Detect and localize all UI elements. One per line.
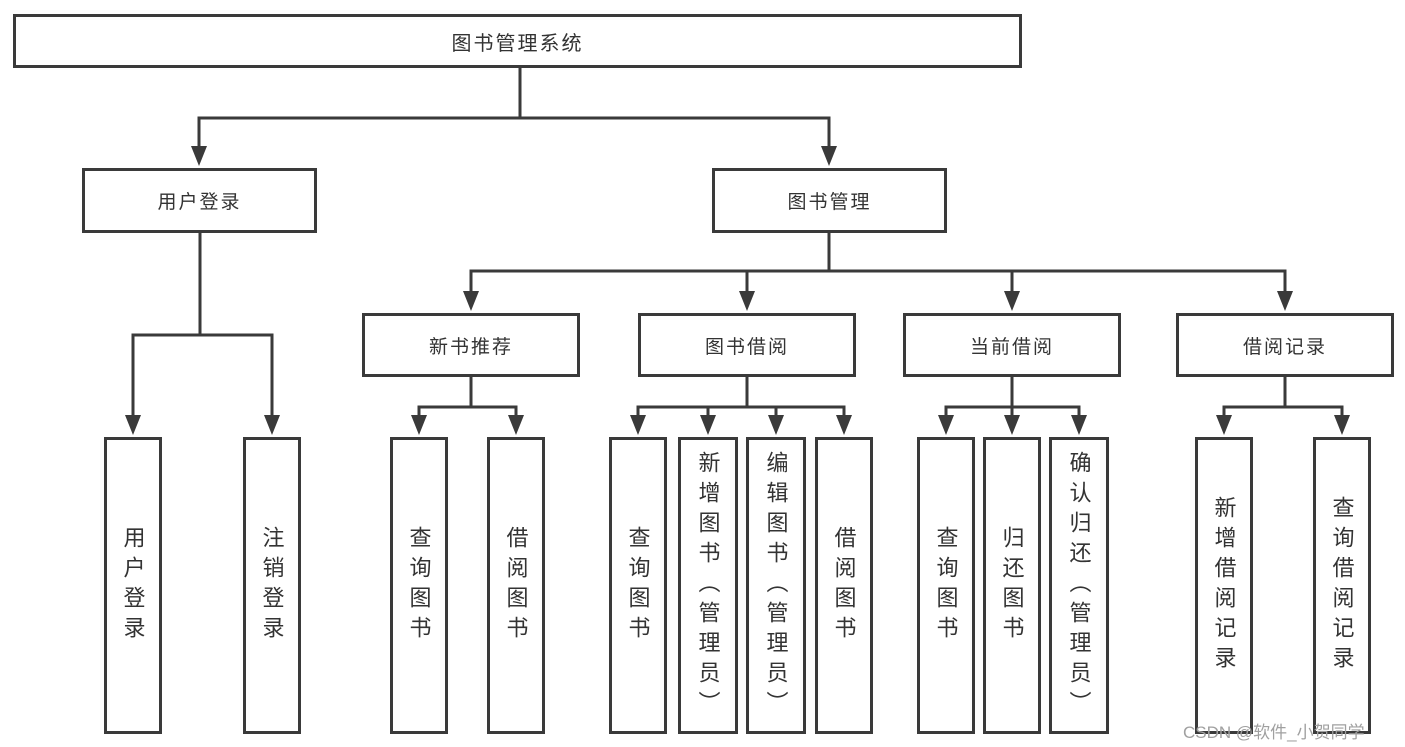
node-label: 新书推荐 (428, 336, 513, 358)
arrowhead-icon (739, 291, 755, 311)
arrowhead-icon (264, 415, 280, 435)
leaf-label: 编辑图书（管理员） (763, 450, 789, 721)
node-library-system: 图书管理系统 (13, 14, 1022, 68)
node-book-management: 图书管理 (712, 168, 947, 233)
node-new-book-recommend: 新书推荐 (362, 313, 580, 377)
arrowhead-icon (411, 415, 427, 435)
leaf-label: 确认归还（管理员） (1066, 450, 1092, 721)
leaf-label: 借阅图书 (503, 525, 529, 646)
leaf-add-books-admin: 新增图书（管理员） (678, 437, 738, 734)
leaf-confirm-return-admin: 确认归还（管理员） (1049, 437, 1109, 734)
leaf-add-borrow-record: 新增借阅记录 (1195, 437, 1253, 734)
node-label: 图书管理 (787, 192, 872, 213)
arrowhead-icon (768, 415, 784, 435)
node-label: 用户登录 (157, 192, 242, 213)
leaf-borrow-books-2: 借阅图书 (815, 437, 873, 734)
node-current-borrow: 当前借阅 (903, 313, 1121, 377)
node-label: 图书借阅 (704, 336, 789, 358)
leaf-label: 用户登录 (120, 525, 146, 646)
arrowhead-icon (1216, 415, 1232, 435)
leaf-label: 借阅图书 (831, 525, 857, 646)
arrowhead-icon (700, 415, 716, 435)
node-label: 借阅记录 (1242, 336, 1327, 358)
arrowhead-icon (191, 146, 207, 166)
arrowhead-icon (1071, 415, 1087, 435)
leaf-label: 查询图书 (625, 525, 651, 646)
leaf-label: 查询图书 (933, 525, 959, 646)
leaf-label: 注销登录 (259, 525, 285, 646)
leaf-query-borrow-record: 查询借阅记录 (1313, 437, 1371, 734)
leaf-label: 查询图书 (406, 525, 432, 646)
arrowheads (125, 146, 1350, 435)
node-label: 当前借阅 (969, 336, 1054, 358)
csdn-watermark: CSDN @软件_小贺同学 (1183, 723, 1365, 742)
edge-current-borrow-children (944, 375, 1081, 421)
leaf-return-books: 归还图书 (983, 437, 1041, 734)
edge-borrow-records-children (1222, 375, 1344, 421)
node-book-borrow: 图书借阅 (638, 313, 856, 377)
node-user-login: 用户登录 (82, 168, 317, 233)
arrowhead-icon (463, 291, 479, 311)
arrowhead-icon (836, 415, 852, 435)
leaf-label: 归还图书 (999, 525, 1025, 646)
edge-new-book-children (417, 375, 518, 421)
arrowhead-icon (821, 146, 837, 166)
leaf-query-books-2: 查询图书 (609, 437, 667, 734)
arrowhead-icon (508, 415, 524, 435)
arrowhead-icon (938, 415, 954, 435)
node-borrow-records: 借阅记录 (1176, 313, 1394, 377)
leaf-query-books-1: 查询图书 (390, 437, 448, 734)
edge-book-mgmt-children (469, 231, 1287, 297)
leaf-logout-login: 注销登录 (243, 437, 301, 734)
edge-root-to-level2 (197, 65, 831, 152)
arrowhead-icon (1004, 415, 1020, 435)
arrowhead-icon (1334, 415, 1350, 435)
arrowhead-icon (1004, 291, 1020, 311)
leaf-label: 查询借阅记录 (1329, 495, 1355, 676)
leaf-borrow-books-1: 借阅图书 (487, 437, 545, 734)
leaf-label: 新增借阅记录 (1211, 495, 1237, 676)
leaf-user-login: 用户登录 (104, 437, 162, 734)
edge-user-login-children (131, 231, 274, 421)
arrowhead-icon (1277, 291, 1293, 311)
arrowhead-icon (125, 415, 141, 435)
leaf-label: 新增图书（管理员） (695, 450, 721, 721)
edge-book-borrow-children (636, 375, 846, 421)
arrowhead-icon (630, 415, 646, 435)
leaf-edit-books-admin: 编辑图书（管理员） (746, 437, 806, 734)
node-label: 图书管理系统 (451, 32, 584, 55)
leaf-query-books-3: 查询图书 (917, 437, 975, 734)
